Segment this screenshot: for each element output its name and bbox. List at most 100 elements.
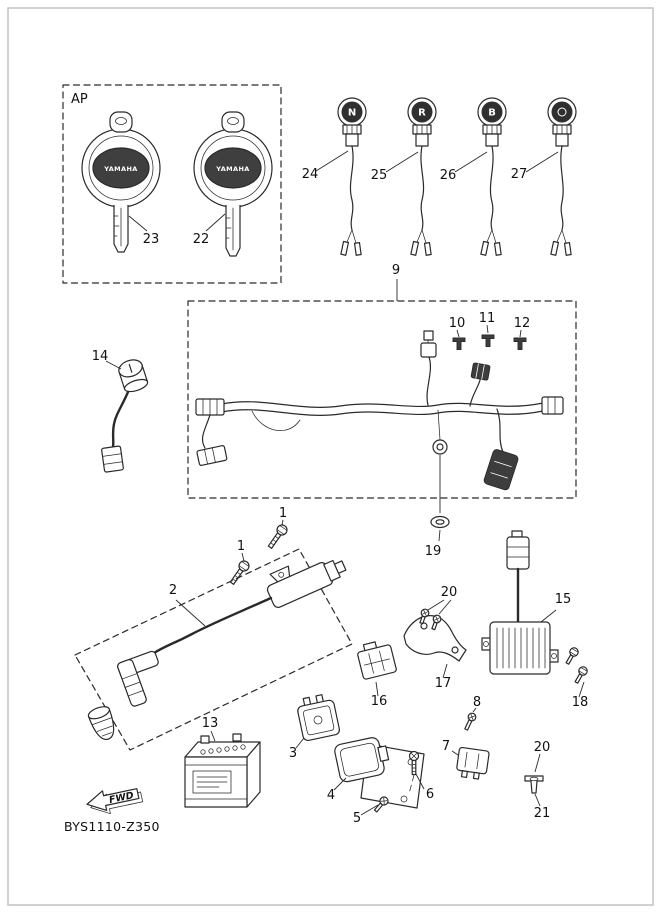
switch-letter: N [348, 108, 356, 119]
leader-2 [175, 599, 206, 627]
bracket-screw-20a [419, 608, 430, 625]
ignition-coil-2: 2 [74, 548, 353, 751]
leader-6 [415, 773, 425, 790]
leader-19 [438, 529, 441, 542]
diagram-code: BYS1110-Z350 [64, 819, 160, 834]
leader-21 [534, 793, 541, 807]
callout-1a: 1 [237, 539, 245, 554]
spark-plug-cap [117, 650, 159, 707]
harness-border [187, 300, 577, 499]
callout-2: 2 [169, 583, 177, 598]
callout-20b: 20 [534, 740, 551, 755]
leader-1a [241, 552, 245, 562]
harness-trunk [221, 401, 544, 431]
callout-6: 6 [426, 787, 434, 802]
rectifier-fins [496, 627, 546, 669]
leader-3 [295, 737, 305, 749]
leader-23 [128, 215, 148, 232]
callout-26: 26 [440, 168, 457, 183]
harness-ring-wire [437, 409, 441, 441]
rectifier-bolt-18a [565, 647, 579, 665]
key-brand-text: YAMAHA [103, 165, 138, 173]
harness-branch-upper [426, 356, 431, 406]
harness-connector-dark [470, 362, 491, 381]
callout-10: 10 [449, 316, 466, 331]
screw-5 [373, 796, 389, 813]
leader-10 [456, 329, 460, 338]
clip-10 [452, 337, 466, 350]
leader-27 [525, 151, 559, 173]
callout-20a: 20 [441, 585, 458, 600]
callout-27: 27 [511, 167, 528, 182]
callout-11: 11 [479, 311, 496, 326]
callout-7: 7 [442, 739, 450, 754]
key-23: YAMAHA [81, 111, 161, 253]
key-emblem [204, 147, 262, 189]
bolt-1b [267, 524, 288, 549]
inset-label: AP [71, 92, 88, 107]
clip-11 [481, 334, 495, 347]
harness-branch-upper-right [469, 379, 481, 407]
callout-24: 24 [302, 167, 319, 182]
harness-plug-upper [420, 330, 437, 358]
main-switch-connector [101, 445, 124, 473]
callout-17: 17 [435, 676, 452, 691]
plug-boot [87, 706, 115, 741]
key-inset-box: AP YAMAHA YAMAHA 23 22 [62, 84, 282, 284]
callout-23: 23 [143, 232, 160, 247]
leader-24 [315, 150, 349, 172]
callout-4: 4 [327, 788, 335, 803]
leader-15 [540, 609, 557, 623]
harness-connector-left-lower [196, 445, 228, 466]
page-border [7, 7, 654, 906]
switch-27 [547, 97, 577, 256]
leader-25 [385, 151, 419, 173]
battery-13: 13 [184, 716, 261, 808]
coil-cable [152, 596, 273, 655]
leader-18 [578, 681, 585, 698]
harness-branch-lower [496, 408, 504, 453]
main-switch-14: 14 [92, 349, 149, 473]
leader-20b [534, 753, 541, 773]
callout-21: 21 [534, 806, 551, 821]
callout-16: 16 [371, 694, 388, 709]
clip-12 [513, 337, 527, 350]
bracket-screw-20b [431, 614, 442, 631]
inset-border [62, 84, 282, 284]
callout-1b: 1 [279, 506, 287, 521]
main-switch-cable [111, 390, 130, 449]
leader-8 [472, 707, 477, 713]
harness-connector-black [483, 449, 519, 491]
coil-border [74, 548, 353, 751]
cdi-unit-4: 4 [327, 737, 390, 803]
key-brand-text: YAMAHA [215, 165, 250, 173]
battery-terminal [232, 733, 242, 742]
switch-letter: R [418, 108, 426, 119]
relay-3: 3 [289, 694, 340, 761]
battery-terminal [200, 735, 210, 744]
leader-12 [519, 329, 522, 338]
leader-1b [281, 519, 284, 526]
leader-16 [375, 681, 379, 697]
switch-26: B [477, 97, 507, 256]
screw-8 [464, 712, 477, 731]
harness-branch-left [201, 414, 211, 449]
bolt-1a [229, 560, 250, 585]
fwd-arrow: FWD [86, 788, 144, 815]
clamp-21 [524, 775, 544, 794]
key-emblem [92, 147, 150, 189]
screw-6 [408, 750, 420, 795]
switch-25: R [407, 97, 437, 256]
callout-12: 12 [514, 316, 531, 331]
leader-13 [210, 730, 216, 742]
leader-14 [105, 360, 122, 370]
callout-22: 22 [193, 232, 210, 247]
callout-3: 3 [289, 746, 297, 761]
callout-5: 5 [353, 811, 361, 826]
leader-5 [360, 804, 379, 816]
callout-14: 14 [92, 349, 109, 364]
fwd-label: FWD [108, 790, 135, 806]
rectifier-body [489, 621, 551, 675]
